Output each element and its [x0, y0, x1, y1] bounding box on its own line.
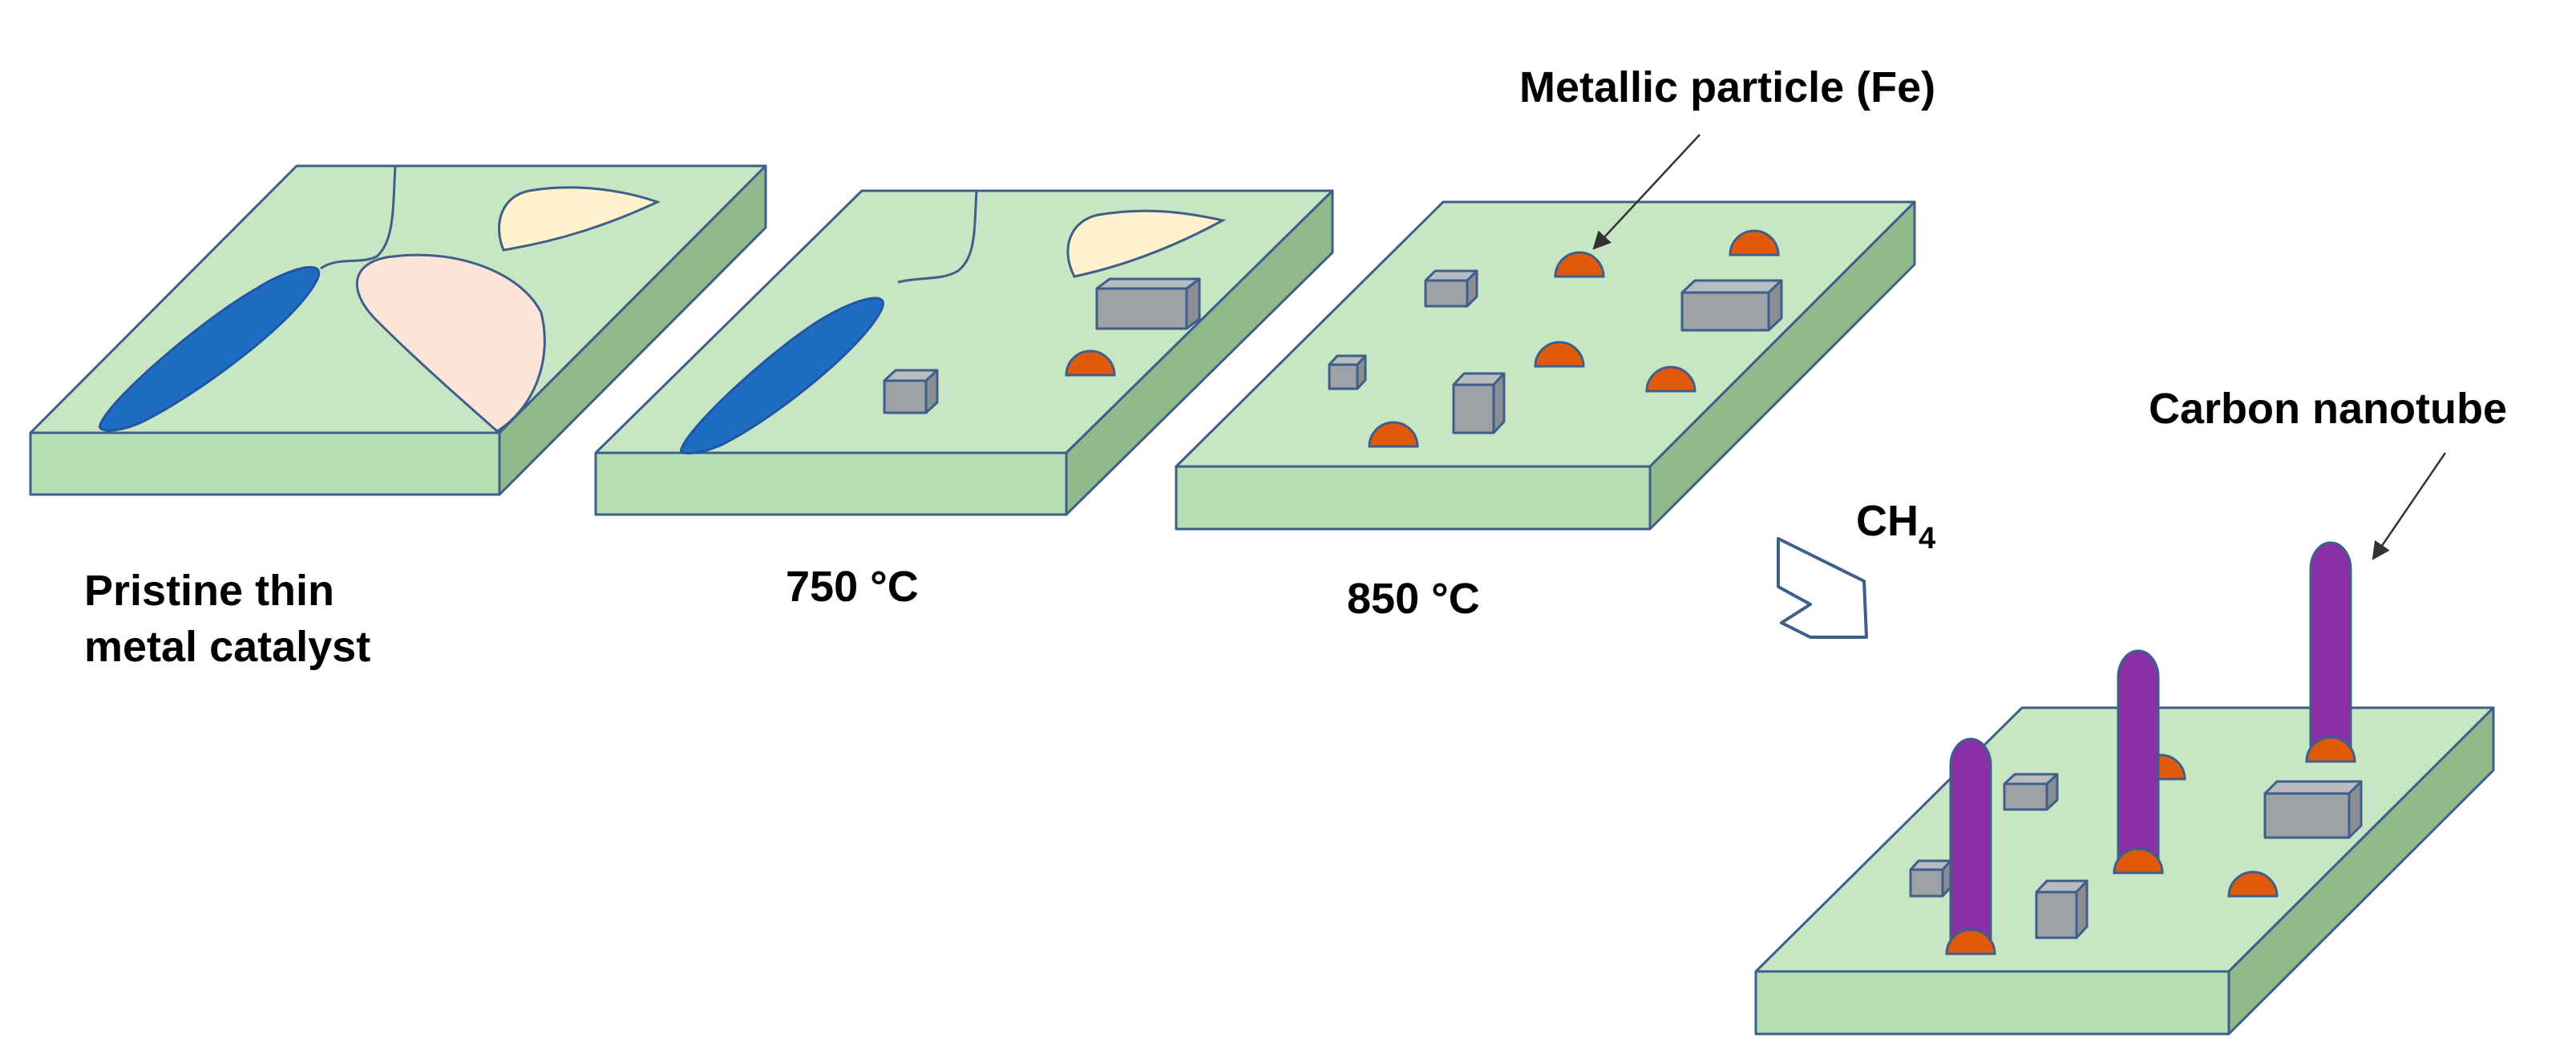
substrate-side — [2227, 706, 2495, 1036]
panel-750 — [594, 189, 1334, 516]
pristine-label-line2: metal catalyst — [84, 623, 370, 671]
substrate-front — [594, 451, 1068, 516]
substrate-front — [1175, 465, 1652, 531]
cream-grain — [498, 186, 661, 252]
cream-grain — [1066, 209, 1227, 278]
substrate-side — [1065, 189, 1334, 516]
panel-850 — [1175, 200, 1916, 531]
oxide-cube — [1328, 354, 1367, 390]
gas-label: CH4 — [1856, 497, 1935, 555]
panel-pristine — [29, 164, 767, 496]
oxide-cube — [1909, 859, 1952, 898]
substrate-front — [29, 431, 501, 496]
panel-cnt-growth — [1754, 541, 2495, 1036]
oxide-cube — [2003, 773, 2059, 811]
fe-particle — [1645, 365, 1696, 393]
pristine-label-line1: Pristine thin — [84, 567, 334, 615]
pink-grain — [355, 253, 546, 433]
oxide-cube — [1680, 279, 1783, 332]
oxide-cube — [1424, 269, 1478, 308]
oxide-cube — [1095, 277, 1201, 330]
oxide-cube — [2263, 780, 2363, 839]
fe-particle — [1534, 341, 1585, 368]
fe-particle — [2227, 870, 2279, 898]
carbon-nanotube — [2113, 649, 2164, 874]
metallic-particle-pointer — [1592, 134, 1700, 250]
oxide-cube — [2035, 879, 2089, 939]
carbon-nanotube — [1945, 737, 1996, 955]
fe-particle — [1368, 421, 1419, 448]
substrate-front — [1754, 970, 2230, 1036]
grain-boundary — [897, 190, 978, 284]
temp-750-label: 750 °C — [786, 563, 919, 611]
gas-label-subscript: 4 — [1919, 522, 1935, 555]
fe-particle — [1554, 251, 1605, 278]
blue-grain — [679, 297, 884, 454]
process-arrow — [1777, 537, 1868, 639]
grain-boundary — [320, 165, 397, 270]
temp-850-label: 850 °C — [1347, 575, 1480, 623]
gas-label-main: CH — [1856, 497, 1919, 545]
substrate-side — [498, 164, 767, 496]
fe-particle — [1729, 229, 1780, 256]
oxide-cube — [1452, 372, 1506, 434]
carbon-nanotube-pointer — [2372, 452, 2447, 560]
substrate-side — [1648, 200, 1916, 531]
metallic-particle-label: Metallic particle (Fe) — [1519, 63, 1935, 111]
carbon-nanotube-label: Carbon nanotube — [2149, 385, 2507, 433]
blue-grain — [99, 265, 320, 432]
fe-particle — [1065, 349, 1116, 377]
oxide-cube — [883, 369, 939, 414]
carbon-nanotube — [2305, 541, 2356, 763]
